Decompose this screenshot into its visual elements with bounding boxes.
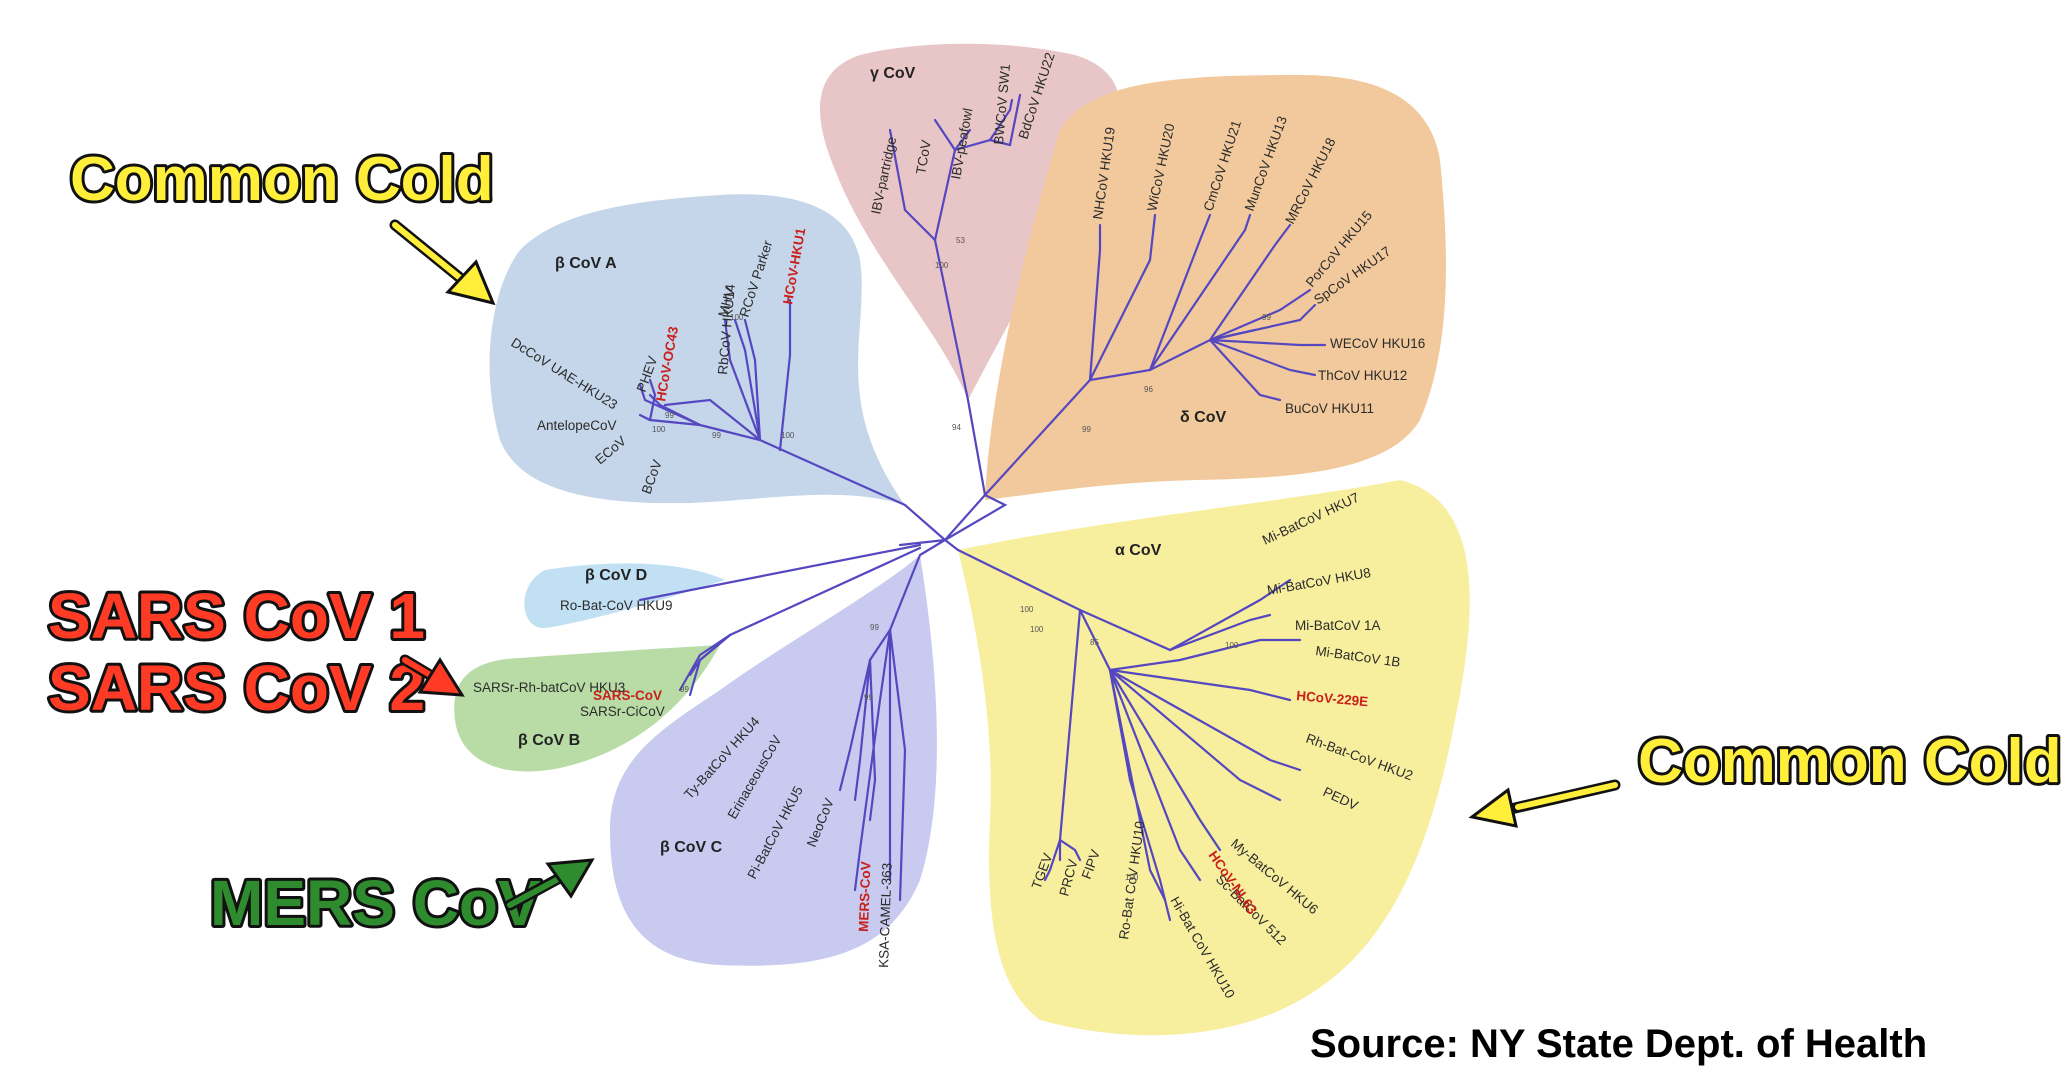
- annotation-sars-1: SARS CoV 1: [48, 580, 425, 652]
- leaf-label: BuCoV HKU11: [1285, 401, 1374, 416]
- arrow-common-cold-right-fill: [1515, 782, 1618, 810]
- leaf-label: MERS-CoV: [856, 861, 873, 932]
- bootstrap-value: 96: [1144, 385, 1153, 394]
- clade-region-beta-b: [454, 645, 720, 772]
- annotation-sars-2: SARS CoV 2: [48, 652, 425, 724]
- bootstrap-value: 99: [1262, 313, 1271, 322]
- leaf-label: SARS-CoV: [593, 688, 662, 703]
- leaf-label: BWCoV SW1: [991, 63, 1013, 145]
- source-caption: Source: NY State Dept. of Health: [1310, 1022, 1927, 1066]
- leaf-label: WECoV HKU16: [1330, 336, 1425, 351]
- arrow-sars-fill: [402, 657, 435, 679]
- bootstrap-value: 99: [712, 431, 721, 440]
- bootstrap-value: 100: [781, 431, 795, 440]
- clade-label-delta: δ CoV: [1180, 409, 1226, 426]
- bootstrap-value: 100: [1020, 605, 1034, 614]
- clade-label-beta-c: β CoV C: [660, 839, 723, 856]
- clade-label-gamma: γ CoV: [870, 65, 916, 82]
- clade-label-beta-b: β CoV B: [518, 732, 580, 749]
- leaf-label: Ro-Bat-CoV HKU9: [560, 598, 673, 613]
- bootstrap-value: 100: [1030, 625, 1044, 634]
- bootstrap-value: 100: [1225, 641, 1239, 650]
- clade-label-beta-d: β CoV D: [585, 567, 647, 584]
- clade-label-alpha: α CoV: [1115, 542, 1162, 559]
- arrow-head-mers: [545, 858, 595, 899]
- leaf-label: TCoV: [913, 139, 934, 176]
- clade-region-gamma: [820, 43, 1120, 400]
- clade-region-delta: [985, 75, 1446, 500]
- bootstrap-value: 100: [652, 425, 666, 434]
- leaf-label: SARSr-CiCoV: [580, 704, 665, 719]
- leaf-label: AntelopeCoV: [537, 418, 617, 433]
- clade-label-beta-a: β CoV A: [555, 255, 617, 272]
- arrow-common-cold-left-fill: [392, 222, 473, 289]
- clade-region-beta-a: [489, 194, 905, 505]
- bootstrap-value: 85: [1090, 638, 1099, 647]
- leaf-label: HCoV-229E: [1296, 688, 1369, 709]
- leaf-label: Mi-BatCoV 1A: [1295, 618, 1381, 633]
- bootstrap-value: 99: [665, 411, 674, 420]
- bootstrap-value: 100: [1125, 873, 1139, 882]
- annotation-common-cold-right: Common Cold: [1638, 727, 2062, 796]
- arrow-head-sars: [417, 657, 465, 697]
- bootstrap-value: 100: [935, 261, 949, 270]
- arrow-head-common-cold-right: [1468, 787, 1518, 828]
- clade-region-beta-d: [524, 563, 725, 629]
- bootstrap-value: 53: [956, 236, 965, 245]
- arrow-mers-fill: [507, 874, 565, 908]
- annotation-common-cold-left: Common Cold: [70, 145, 494, 214]
- bootstrap-value: 94: [952, 423, 961, 432]
- bootstrap-value: 99: [870, 623, 879, 632]
- annotation-mers: MERS CoV: [210, 867, 541, 939]
- clade-region-beta-c: [610, 555, 937, 966]
- leaf-label: KSA-CAMEL-363: [876, 863, 895, 969]
- leaf-label: ThCoV HKU12: [1318, 368, 1407, 383]
- bootstrap-value: 99: [680, 685, 689, 694]
- tree-branches: [638, 93, 1327, 922]
- leaf-label: SARSr-Rh-batCoV HKU3: [473, 680, 625, 695]
- bootstrap-value: 100: [730, 313, 744, 322]
- bootstrap-value: 99: [1082, 425, 1091, 434]
- bootstrap-value: 99: [864, 693, 873, 702]
- arrow-head-common-cold-left: [445, 259, 496, 306]
